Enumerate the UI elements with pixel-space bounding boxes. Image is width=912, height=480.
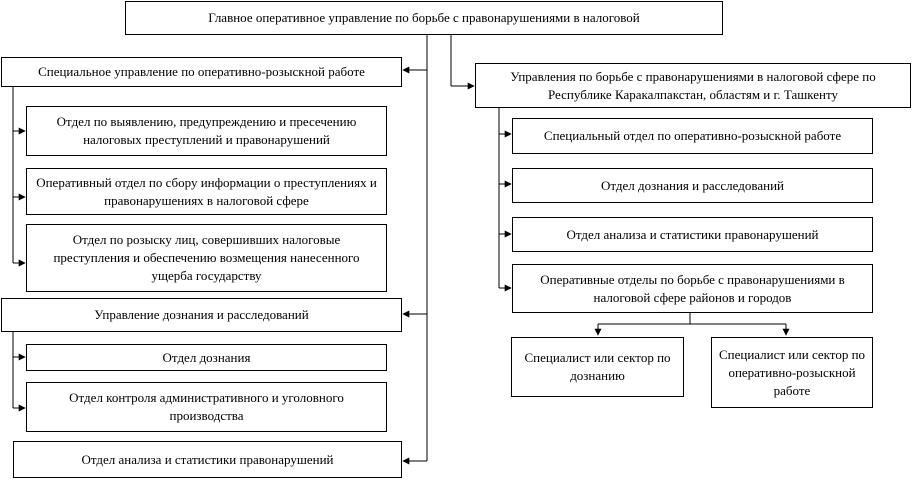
operative-directorate-label: Специальное управление по оперативно-роз… — [38, 64, 365, 79]
operative-dept-1-label: Отдел по выявлению, предупреждению и пре… — [56, 114, 357, 147]
operative-directorate-box: Специальное управление по оперативно-роз… — [1, 57, 402, 87]
operative-dept-3-label: Отдел по розыску лиц, совершивших налого… — [53, 232, 360, 283]
analysis-dept-box: Отдел анализа и статистики правонарушени… — [13, 441, 402, 478]
regional-directorates-label: Управления по борьбе с правонарушениями … — [510, 68, 876, 102]
specialist-operative-label: Специалист или сектор по оперативно-розы… — [718, 346, 866, 398]
operative-dept-1-box: Отдел по выявлению, предупреждению и пре… — [26, 106, 387, 156]
operative-dept-3-box: Отдел по розыску лиц, совершивших налого… — [26, 224, 387, 292]
regional-dept-2-box: Отдел дознания и расследований — [512, 168, 873, 203]
inquiry-dept-2-box: Отдел контроля административного и уголо… — [26, 382, 387, 432]
specialist-inquiry-label: Специалист или сектор по дознанию — [524, 350, 671, 383]
analysis-dept-label: Отдел анализа и статистики правонарушени… — [81, 451, 334, 467]
regional-dept-4-box: Оперативные отделы по борьбе с правонару… — [512, 264, 873, 313]
regional-dept-1-box: Специальный отдел по оперативно-розыскно… — [512, 118, 873, 154]
inquiry-dept-2-label: Отдел контроля административного и уголо… — [69, 390, 344, 423]
inquiry-directorate-label: Управление дознания и расследований — [94, 307, 309, 322]
inquiry-directorate-box: Управление дознания и расследований — [1, 298, 402, 332]
operative-dept-2-box: Оперативный отдел по сбору информации о … — [26, 168, 387, 215]
root-label: Главное оперативное управление по борьбе… — [208, 10, 640, 25]
operative-dept-2-label: Оперативный отдел по сбору информации о … — [36, 174, 377, 208]
inquiry-dept-1-box: Отдел дознания — [26, 344, 387, 371]
regional-dept-4-label: Оперативные отделы по борьбе с правонару… — [540, 271, 845, 305]
regional-dept-3-box: Отдел анализа и статистики правонарушени… — [512, 217, 873, 252]
regional-dept-2-label: Отдел дознания и расследований — [601, 177, 784, 193]
regional-dept-3-label: Отдел анализа и статистики правонарушени… — [566, 226, 819, 242]
regional-dept-1-label: Специальный отдел по оперативно-розыскно… — [543, 128, 842, 143]
inquiry-dept-1-label: Отдел дознания — [162, 349, 251, 365]
root-box: Главное оперативное управление по борьбе… — [125, 1, 723, 35]
specialist-inquiry-box: Специалист или сектор по дознанию — [511, 337, 684, 397]
regional-directorates-box: Управления по борьбе с правонарушениями … — [475, 63, 911, 108]
specialist-operative-box: Специалист или сектор по оперативно-розы… — [711, 337, 873, 408]
